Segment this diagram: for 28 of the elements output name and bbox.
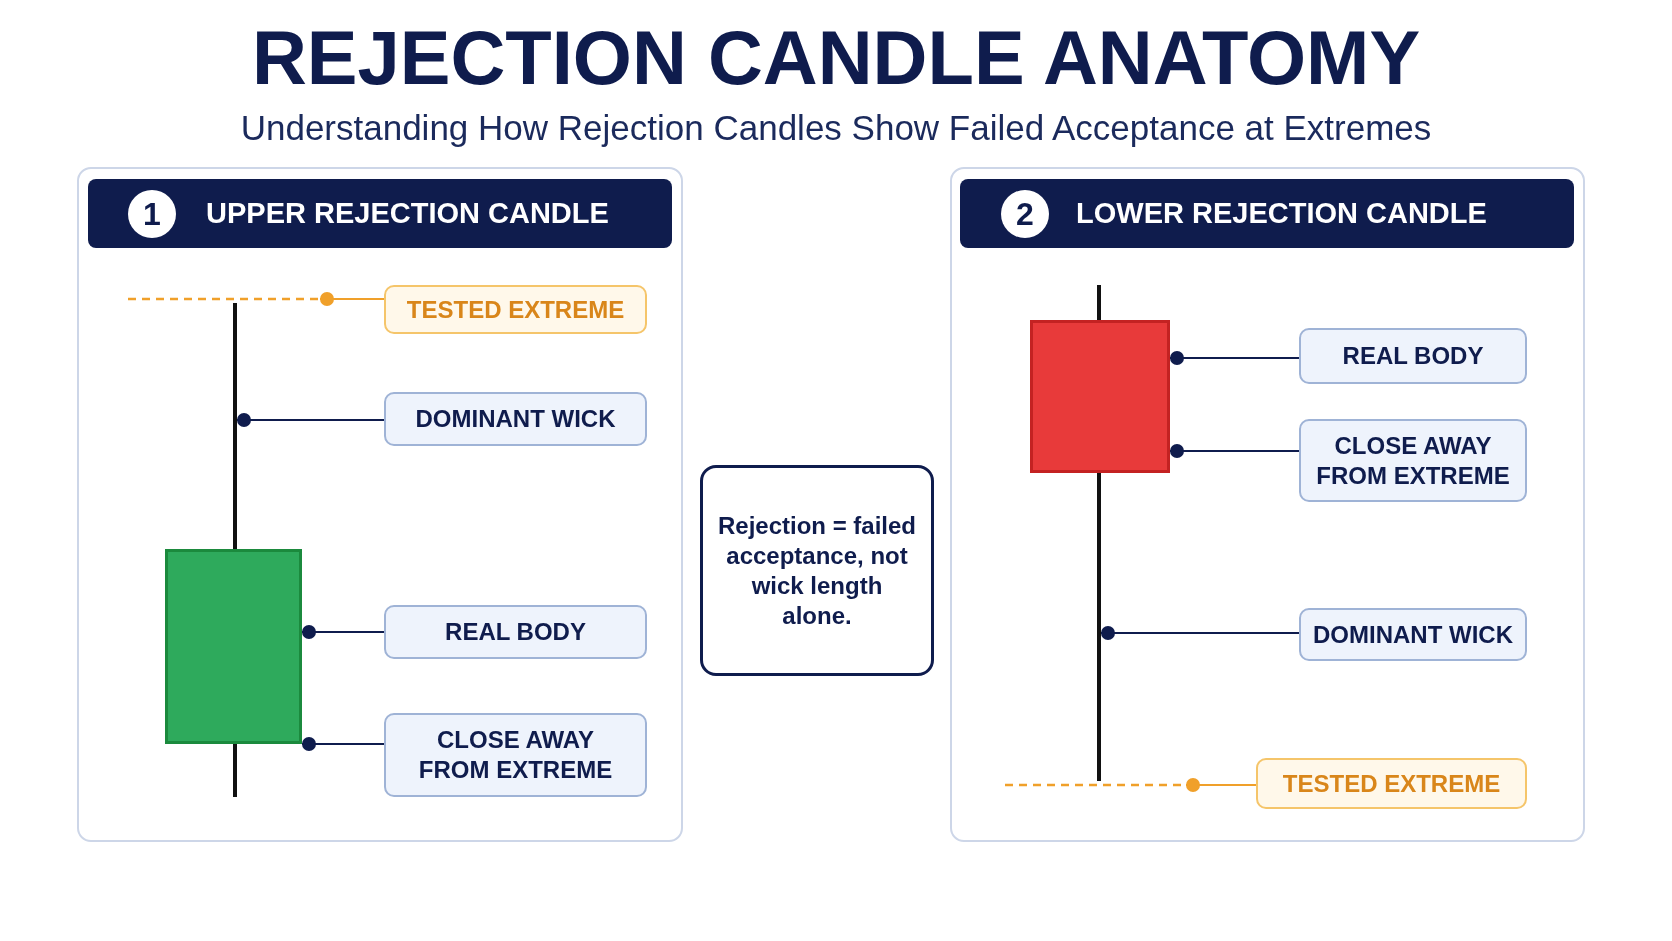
callout-label: DOMINANT WICK [384, 392, 647, 446]
leader-line [320, 292, 384, 306]
leader-line [237, 413, 384, 427]
leader-line [1186, 778, 1256, 792]
subtitle: Understanding How Rejection Candles Show Failed Acceptance at Extremes [239, 107, 1433, 149]
leader-line [1170, 351, 1299, 365]
callout-label: TESTED EXTREME [1256, 758, 1527, 809]
candle-body [1030, 320, 1170, 473]
title: REJECTION CANDLE ANATOMY [250, 14, 1422, 102]
panel-card [950, 167, 1585, 842]
panel-title: LOWER REJECTION CANDLE [1076, 196, 1487, 231]
step-number: 1 [128, 189, 176, 238]
note-callout: Rejection = failed acceptance, not wick length alone. [700, 465, 934, 676]
candle-body [165, 549, 302, 744]
callout-label: CLOSE AWAY FROM EXTREME [1299, 419, 1527, 502]
leader-line [302, 625, 384, 639]
extreme-level-line [128, 296, 320, 302]
callout-label: REAL BODY [1299, 328, 1527, 384]
callout-label: TESTED EXTREME [384, 285, 647, 334]
panel-card [77, 167, 683, 842]
leader-line [1170, 444, 1299, 458]
callout-label: REAL BODY [384, 605, 647, 659]
step-number: 2 [1001, 189, 1049, 238]
callout-label: CLOSE AWAY FROM EXTREME [384, 713, 647, 797]
leader-line [302, 737, 384, 751]
leader-line [1101, 626, 1299, 640]
callout-label: DOMINANT WICK [1299, 608, 1527, 661]
panel-title: UPPER REJECTION CANDLE [206, 196, 609, 231]
